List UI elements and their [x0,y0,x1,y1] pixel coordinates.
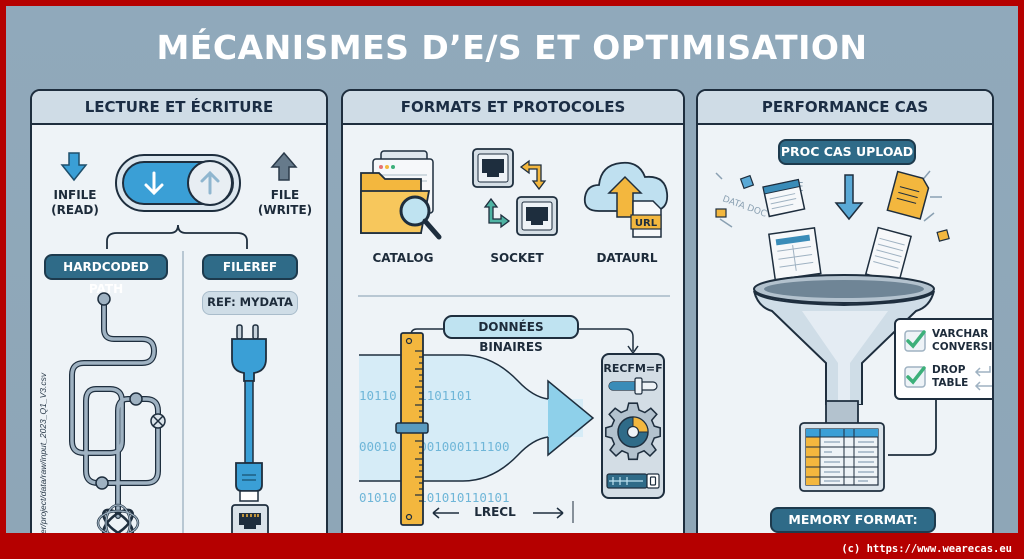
panel-performance-cas: PERFORMANCE CAS PROC CAS UPLOAD DATA DOC… [696,89,994,533]
tangled-pipe-icon [69,292,166,533]
read-write-toggle-icon[interactable] [114,153,242,213]
checklist-item[interactable] [904,330,926,357]
hardcoded-path-badge: HARDCODED PATH [44,254,168,296]
page-title: MÉCANISMES D’E/S ET OPTIMISATION [156,28,868,67]
file-write-label: FILE(WRITE) [257,188,313,217]
copyright-footer: (c) https://www.wearecas.eu [841,543,1012,555]
funnel-icon: DATA DOC E [715,170,950,405]
folder-search-icon [360,150,442,240]
checklist-item[interactable] [904,366,926,393]
ruler-icon [395,332,429,526]
memory-format-badge: MEMORY FORMAT: DVR [770,507,936,533]
checkbox-checked-icon[interactable] [904,330,926,352]
panel-title: FORMATS ET PROTOCOLES [343,91,683,125]
lrecl-arrow [432,501,574,523]
plug-cable-icon [231,324,267,502]
gear-icon [605,377,661,489]
url-badge: URL [635,218,658,229]
varchar-conversion-label: VARCHARCONVERSION [932,328,993,353]
socket-label: SOCKET [490,251,544,265]
up-arrow-icon [270,151,298,181]
ethernet-port-icon [231,504,269,533]
lrecl-label: LRECL [474,505,516,519]
return-arrows-icon [974,366,992,391]
panel-read-write: LECTURE ET ÉCRITURE INFILE(READ) FILE(WR… [30,89,328,533]
down-arrow-icon [60,152,88,182]
cloud-upload-icon: URL [583,161,669,238]
network-socket-icon [472,148,558,236]
dataurl-label: DATAURL [596,251,658,265]
proc-cas-upload-badge: PROC CAS UPLOAD [778,139,916,165]
infographic-canvas: MÉCANISMES D’E/S ET OPTIMISATION LECTURE… [6,6,1018,533]
hardcoded-path-text: /home/user/project/data/raw/input_2023_Q… [38,372,48,533]
fileref-ref-label: REF: MYDATA [202,291,298,315]
fileref-badge: FILEREF [202,254,298,280]
scatter-text: DATA DOC [721,194,768,219]
checkbox-checked-icon[interactable] [904,366,926,388]
infile-label: INFILE(READ) [51,188,99,217]
binary-data-badge: DONNÉES BINAIRES [443,315,579,354]
table-grid-icon [799,422,885,492]
panel-title: LECTURE ET ÉCRITURE [32,91,326,125]
panel-formats-protocols: FORMATS ET PROTOCOLES CATALOG SOCKET [341,89,685,533]
divider [182,251,184,533]
panel-title: PERFORMANCE CAS [698,91,992,125]
binary-data-rows: 10110 01101101 00010 1001000111100 01010… [359,388,510,505]
recfm-label: RECFM=F [603,362,663,375]
divider [358,295,670,297]
recfm-device: RECFM=F [601,353,665,499]
bracket-connector [106,224,248,249]
catalog-label: CATALOG [372,251,434,265]
